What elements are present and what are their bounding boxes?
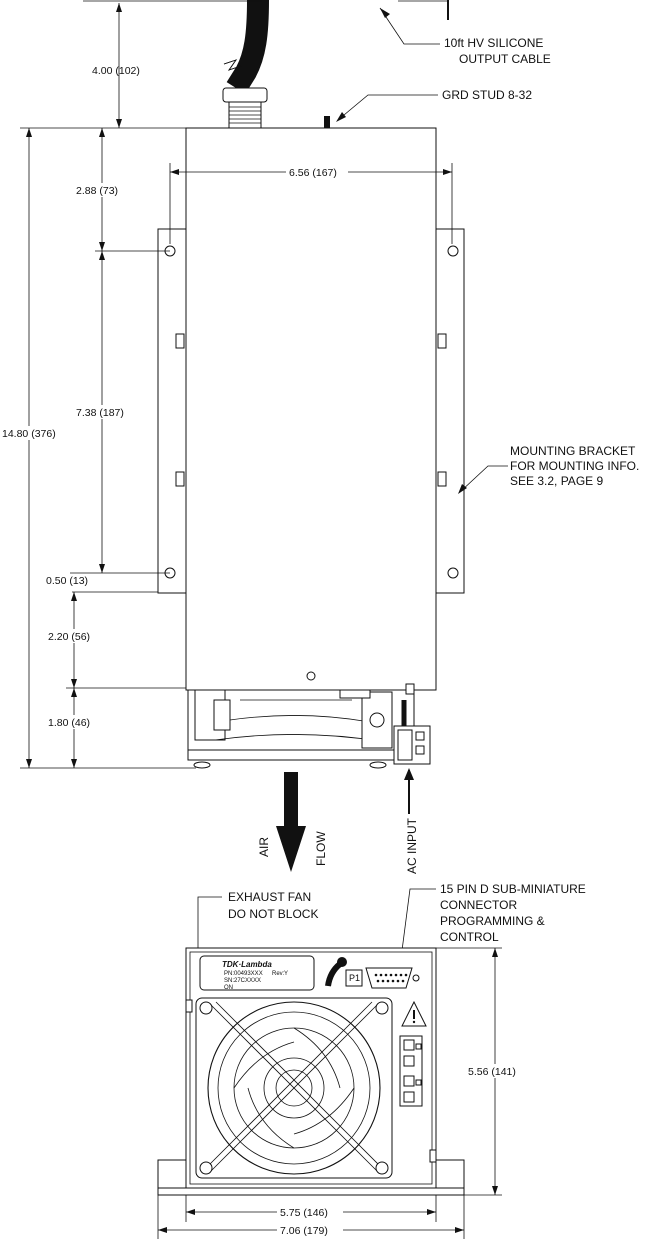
- nameplate-pn: 00493XXX: [234, 971, 263, 977]
- dim-cable-text: 4.00 (102): [92, 65, 140, 77]
- d-sub-pins: [374, 973, 408, 983]
- dim-180-arrow-top: [71, 688, 77, 697]
- rear-fan-assembly: [187, 689, 415, 769]
- front-tab-left: [185, 999, 193, 1013]
- air-label: AIR: [257, 837, 271, 857]
- d-sub-connector[interactable]: [365, 967, 413, 989]
- dim-050-text: 0.50 (13): [46, 575, 88, 587]
- nameplate-rev: Y: [284, 971, 288, 977]
- bracket-label-line1: MOUNTING BRACKET: [510, 444, 636, 458]
- connector-label-line2: CONNECTOR: [440, 898, 517, 912]
- bracket-leader-arrow: [458, 484, 467, 494]
- dim-cable-arrow-bottom: [116, 119, 122, 128]
- warning-icon-dot: [412, 1020, 416, 1024]
- dim-738-arrow-top: [99, 251, 105, 260]
- cable-leader: [379, 7, 440, 45]
- dim-220-text: 2.20 (56): [48, 631, 90, 643]
- dim-706-arrow-left: [158, 1227, 167, 1233]
- flow-label: FLOW: [314, 831, 328, 866]
- dim-575-text: 5.75 (146): [280, 1207, 328, 1219]
- nameplate-pn-prefix: PN:: [224, 971, 234, 977]
- bracket-leader: [459, 465, 508, 493]
- flange-right: [435, 1159, 465, 1189]
- output-cable: [223, 0, 269, 94]
- dim-288-text: 2.88 (73): [76, 185, 118, 197]
- flange-left: [157, 1159, 187, 1189]
- exhaust-fan-label-line1: EXHAUST FAN: [228, 890, 311, 904]
- nameplate: [199, 955, 315, 991]
- ac-input-connector: [393, 683, 431, 765]
- ac-input-label: AC INPUT: [405, 817, 419, 874]
- bracket-label-line3: SEE 3.2, PAGE 9: [510, 474, 603, 488]
- ground-stud: [324, 116, 330, 130]
- cable-label-line1: 10ft HV SILICONE: [444, 36, 543, 50]
- nameplate-brand: TDK·Lambda: [222, 960, 272, 969]
- grd-stud-label: GRD STUD 8-32: [442, 88, 532, 102]
- front-tab-right: [429, 1149, 437, 1163]
- dim-width-arrow-right: [443, 169, 452, 175]
- dim-overall-arrow-top: [26, 128, 32, 137]
- exhaust-fan-label-line2: DO NOT BLOCK: [228, 907, 318, 921]
- nameplate-sn: 27CXXXX: [234, 978, 261, 984]
- connector-label-line1: 15 PIN D SUB-MINIATURE: [440, 882, 586, 896]
- hv-cable-end: [337, 957, 347, 967]
- dim-556-text: 5.56 (141): [468, 1066, 516, 1078]
- nameplate-sn-prefix: SN:: [224, 978, 234, 984]
- grd-leader-arrow: [336, 112, 346, 122]
- dim-706-text: 7.06 (179): [280, 1225, 328, 1237]
- cable-label-line2: OUTPUT CABLE: [459, 52, 551, 66]
- dim-220-arrow-bottom: [71, 679, 77, 688]
- ac-input-arrow-head: [404, 768, 414, 780]
- dim-width-arrow-left: [170, 169, 179, 175]
- connector-label-line4: CONTROL: [440, 930, 499, 944]
- dim-556-arrow-bottom: [492, 1186, 498, 1195]
- bracket-label-line2: FOR MOUNTING INFO.: [510, 459, 639, 473]
- base-flange: [157, 1187, 465, 1196]
- dim-cable-arrow-top: [116, 3, 122, 12]
- nameplate-on: ON: [224, 985, 233, 991]
- dim-738-arrow-bottom: [99, 564, 105, 573]
- dim-556-arrow-top: [492, 948, 498, 957]
- front-panel-inner: [189, 951, 433, 1185]
- enclosure-body: [185, 127, 437, 691]
- dim-overall-arrow-bottom: [26, 759, 32, 768]
- dim-180-arrow-bottom: [71, 759, 77, 768]
- dim-180-text: 1.80 (46): [48, 717, 90, 729]
- dim-width-text: 6.56 (167): [289, 167, 337, 179]
- grd-leader: [337, 94, 438, 121]
- nameplate-rev-prefix: Rev:: [272, 971, 285, 977]
- ac-terminal-block: [399, 1035, 423, 1107]
- dim-706-arrow-right: [455, 1227, 464, 1233]
- dim-738-text: 7.38 (187): [76, 407, 124, 419]
- dim-288-arrow-top: [99, 128, 105, 137]
- connector-label-line3: PROGRAMMING &: [440, 914, 545, 928]
- p1-label: P1: [349, 973, 360, 983]
- left-mounting-bracket: [157, 228, 187, 594]
- right-mounting-bracket: [435, 228, 465, 594]
- dim-575-arrow-right: [427, 1209, 436, 1215]
- cable-gland: [222, 87, 268, 129]
- connector-leader: [399, 888, 436, 967]
- dim-288-arrow-bottom: [99, 242, 105, 251]
- dim-575-arrow-left: [186, 1209, 195, 1215]
- dim-overall-text: 14.80 (376): [2, 428, 56, 440]
- air-flow-arrow: [276, 772, 306, 872]
- exhaust-fan: [195, 997, 393, 1179]
- p1-label-box: [345, 969, 363, 987]
- connector-screw: [412, 974, 420, 982]
- cable-leader-arrow: [380, 8, 390, 18]
- dim-220-arrow-top: [71, 592, 77, 601]
- enclosure-screw: [306, 671, 316, 681]
